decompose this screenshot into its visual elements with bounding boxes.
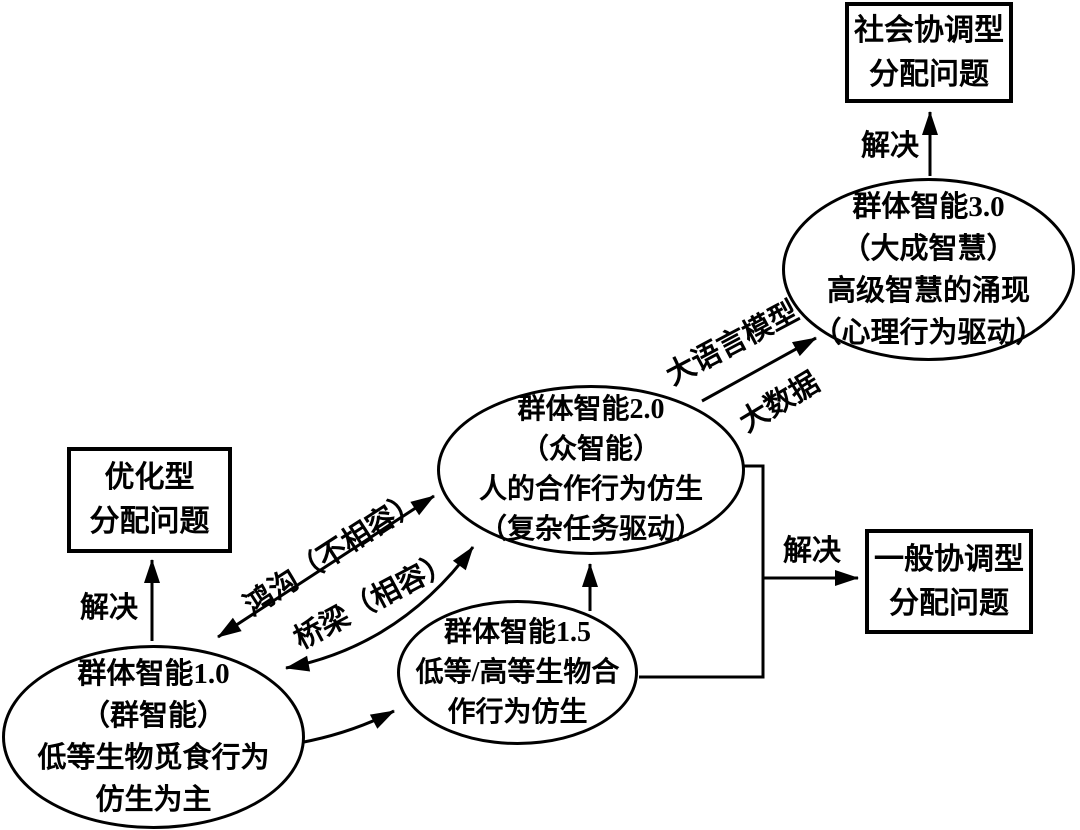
- node-label: 群体智能1.5 低等/高等生物合 作行为仿生: [415, 616, 620, 728]
- node-label: 群体智能2.0 （众智能） 人的合作行为仿生 （复杂任务驱动）: [478, 394, 703, 545]
- edge-bridge-double-arrow: [285, 546, 475, 672]
- node-label: 优化型 分配问题: [89, 461, 210, 538]
- node-swarm-intelligence-2-0: 群体智能2.0 （众智能） 人的合作行为仿生 （复杂任务驱动）: [437, 385, 745, 555]
- node-swarm-intelligence-3-0: 群体智能3.0 （大成智慧） 高级智慧的涌现 （心理行为驱动）: [782, 178, 1075, 361]
- node-general-coordination-allocation-problem: 一般协调型 分配问题: [865, 529, 1033, 634]
- node-swarm-intelligence-1-0: 群体智能1.0 （群智能） 低等生物觅食行为 仿生为主: [2, 645, 305, 829]
- node-label: 群体智能3.0 （大成智慧） 高级智慧的涌现 （心理行为驱动）: [812, 190, 1045, 349]
- node-label: 一般协调型 分配问题: [874, 542, 1024, 620]
- node-swarm-intelligence-1-5: 群体智能1.5 低等/高等生物合 作行为仿生: [397, 600, 638, 745]
- edge-si20-to-si30-arrow: [701, 336, 817, 403]
- edge-label-solve-general: 解决: [782, 535, 842, 567]
- edge-label-solve-social: 解决: [860, 130, 920, 162]
- edge-bracket-connector: [639, 464, 765, 679]
- node-optimization-allocation-problem: 优化型 分配问题: [67, 447, 232, 553]
- edge-label-solve-optimization: 解决: [79, 592, 139, 624]
- node-label: 社会协调型 分配问题: [854, 13, 1004, 91]
- edge-si10-to-si15-arrow: [298, 709, 395, 745]
- node-label: 群体智能1.0 （群智能） 低等生物觅食行为 仿生为主: [37, 658, 270, 816]
- node-social-coordination-allocation-problem: 社会协调型 分配问题: [845, 2, 1013, 103]
